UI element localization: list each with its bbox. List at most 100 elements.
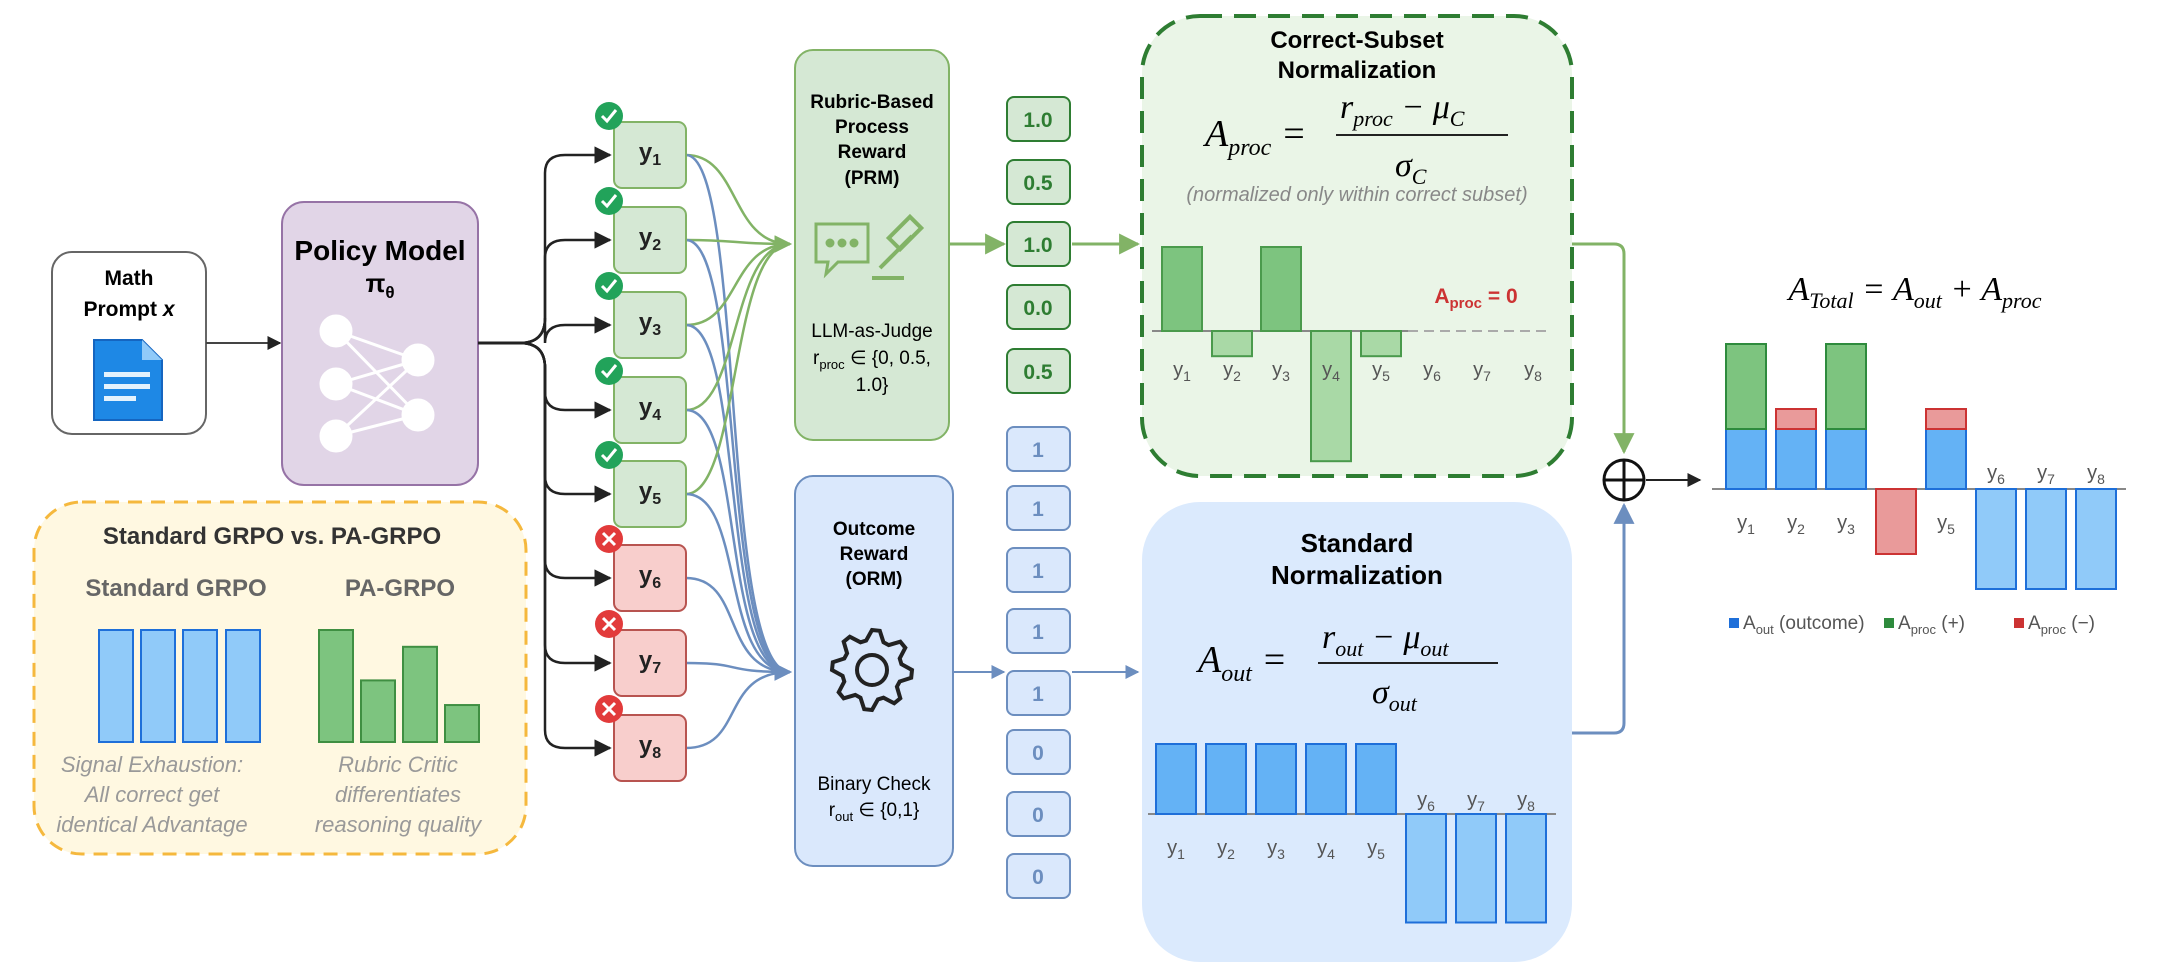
proc-axis-label: y7 — [1473, 359, 1491, 384]
orm-title-2: Reward — [840, 544, 909, 565]
svg-text:rproc ∈ {0, 0.5,: rproc ∈ {0, 0.5, — [813, 348, 931, 372]
response-label: y4 — [639, 394, 661, 424]
proc-bar — [1161, 246, 1203, 332]
response-1: y1 — [595, 102, 687, 189]
out-axis-label: y8 — [1517, 789, 1535, 814]
standard-grpo-bar — [182, 629, 218, 743]
policy-symbol: π — [365, 268, 385, 298]
response-7: y7 — [595, 610, 687, 697]
svg-text:0: 0 — [1032, 742, 1044, 765]
total-axis-label: y7 — [2037, 462, 2055, 487]
svg-text:1.0: 1.0 — [1023, 109, 1052, 132]
out-bar — [1455, 813, 1497, 924]
total-outcome-bar — [2075, 488, 2117, 590]
total-outcome-bar — [2025, 488, 2067, 590]
proc-axis-label: y4 — [1322, 359, 1340, 384]
out-bar — [1155, 743, 1197, 815]
svg-text:πθ: πθ — [365, 268, 394, 302]
total-axis-label: y5 — [1937, 512, 1955, 537]
standard-panel-title-2: Normalization — [1271, 560, 1443, 590]
svg-text:1: 1 — [1032, 560, 1044, 583]
total-axis-label: y1 — [1737, 512, 1755, 537]
check-icon — [595, 357, 623, 385]
out-bar — [1405, 813, 1447, 924]
out-axis-label: y5 — [1367, 837, 1385, 862]
total-axis-label: y6 — [1987, 462, 2005, 487]
prm-formula-end: 1.0} — [856, 375, 889, 396]
correct-subset-panel: Correct-Subset Normalization Aproc = rpr… — [1140, 14, 1574, 478]
sum-operator-icon — [1602, 458, 1646, 502]
out-bar — [1205, 743, 1247, 815]
out-axis-label: y4 — [1317, 837, 1335, 862]
svg-text:rproc − μC: rproc − μC — [1340, 89, 1465, 131]
response-3: y3 — [595, 272, 687, 359]
svg-text:1: 1 — [1032, 498, 1044, 521]
judge-chat-icon — [814, 222, 870, 279]
svg-text:σC: σC — [1395, 147, 1427, 189]
standard-grpo-bar — [225, 629, 261, 743]
legend-swatch — [2014, 618, 2024, 628]
pa-grpo-bar — [402, 645, 438, 743]
orm-box: Outcome Reward (ORM) Binary Check rout ∈… — [794, 475, 954, 867]
svg-text:rout ∈ {0,1}: rout ∈ {0,1} — [829, 800, 920, 824]
left-caption-3: identical Advantage — [56, 812, 247, 837]
total-legend: Aout (outcome)Aproc (+)Aproc (−) — [1729, 613, 2095, 637]
out-axis-label: y1 — [1167, 837, 1185, 862]
svg-text:1: 1 — [1032, 621, 1044, 644]
prompt-var: x — [162, 298, 176, 321]
orm-title-1: Outcome — [833, 519, 915, 540]
reward-flow-lines — [685, 153, 792, 750]
response-label: y7 — [639, 647, 661, 677]
total-proc-neg-bar — [1925, 408, 1967, 430]
proc-axis-label: y3 — [1272, 359, 1290, 384]
check-icon — [595, 187, 623, 215]
standard-grpo-bar — [98, 629, 134, 743]
pa-grpo-bars — [318, 629, 480, 744]
branch-arrow — [519, 146, 612, 345]
prm-judge-label: LLM-as-Judge — [811, 321, 932, 342]
orm-score: 1 — [1006, 608, 1071, 654]
out-axis-label: y3 — [1267, 837, 1285, 862]
total-proc-pos-bar — [1825, 343, 1867, 430]
out-bar — [1255, 743, 1297, 815]
proc-axis-label: y1 — [1173, 359, 1191, 384]
prm-score: 1.0 — [1006, 96, 1071, 142]
total-axis-label: y8 — [2087, 462, 2105, 487]
out-axis-label: y7 — [1467, 789, 1485, 814]
orm-score: 1 — [1006, 670, 1071, 716]
check-icon — [595, 102, 623, 130]
a-out-formula: Aout = rout − μout σout — [1195, 619, 1498, 716]
math-prompt-box: Math Prompt x — [51, 251, 207, 435]
response-5: y5 — [595, 441, 687, 528]
response-label: y6 — [639, 562, 661, 592]
correct-panel-title-2: Normalization — [1278, 57, 1437, 84]
orm-title-3: (ORM) — [846, 569, 903, 590]
response-4: y4 — [595, 357, 687, 444]
prm-title-2: Process — [835, 117, 909, 138]
gavel-icon — [872, 213, 925, 280]
right-caption-3: reasoning quality — [315, 812, 483, 837]
legend-entry: Aout (outcome) — [1743, 613, 1865, 637]
pa-grpo-bar — [444, 704, 480, 743]
response-label: y8 — [639, 732, 661, 762]
legend-entry: Aproc (+) — [1898, 613, 1965, 637]
proc-bar — [1260, 246, 1302, 332]
pa-grpo-bar — [360, 679, 396, 744]
right-caption-2: differentiates — [335, 782, 461, 807]
correct-panel-note: (normalized only within correct subset) — [1186, 184, 1527, 206]
combine-connectors — [1572, 242, 1702, 735]
orm-score: 0 — [1006, 729, 1071, 775]
standard-panel-title-1: Standard — [1301, 528, 1414, 558]
svg-text:Aproc =: Aproc = — [1202, 113, 1306, 161]
proc-axis-label: y8 — [1524, 359, 1542, 384]
total-axis-label: y3 — [1837, 512, 1855, 537]
prm-title-1: Rubric-Based — [810, 92, 934, 113]
branch-arrow — [519, 341, 612, 672]
svg-text:0: 0 — [1032, 866, 1044, 889]
svg-text:1.0: 1.0 — [1023, 234, 1052, 257]
svg-text:Aout =: Aout = — [1195, 639, 1287, 687]
neural-network-icon — [319, 314, 435, 453]
